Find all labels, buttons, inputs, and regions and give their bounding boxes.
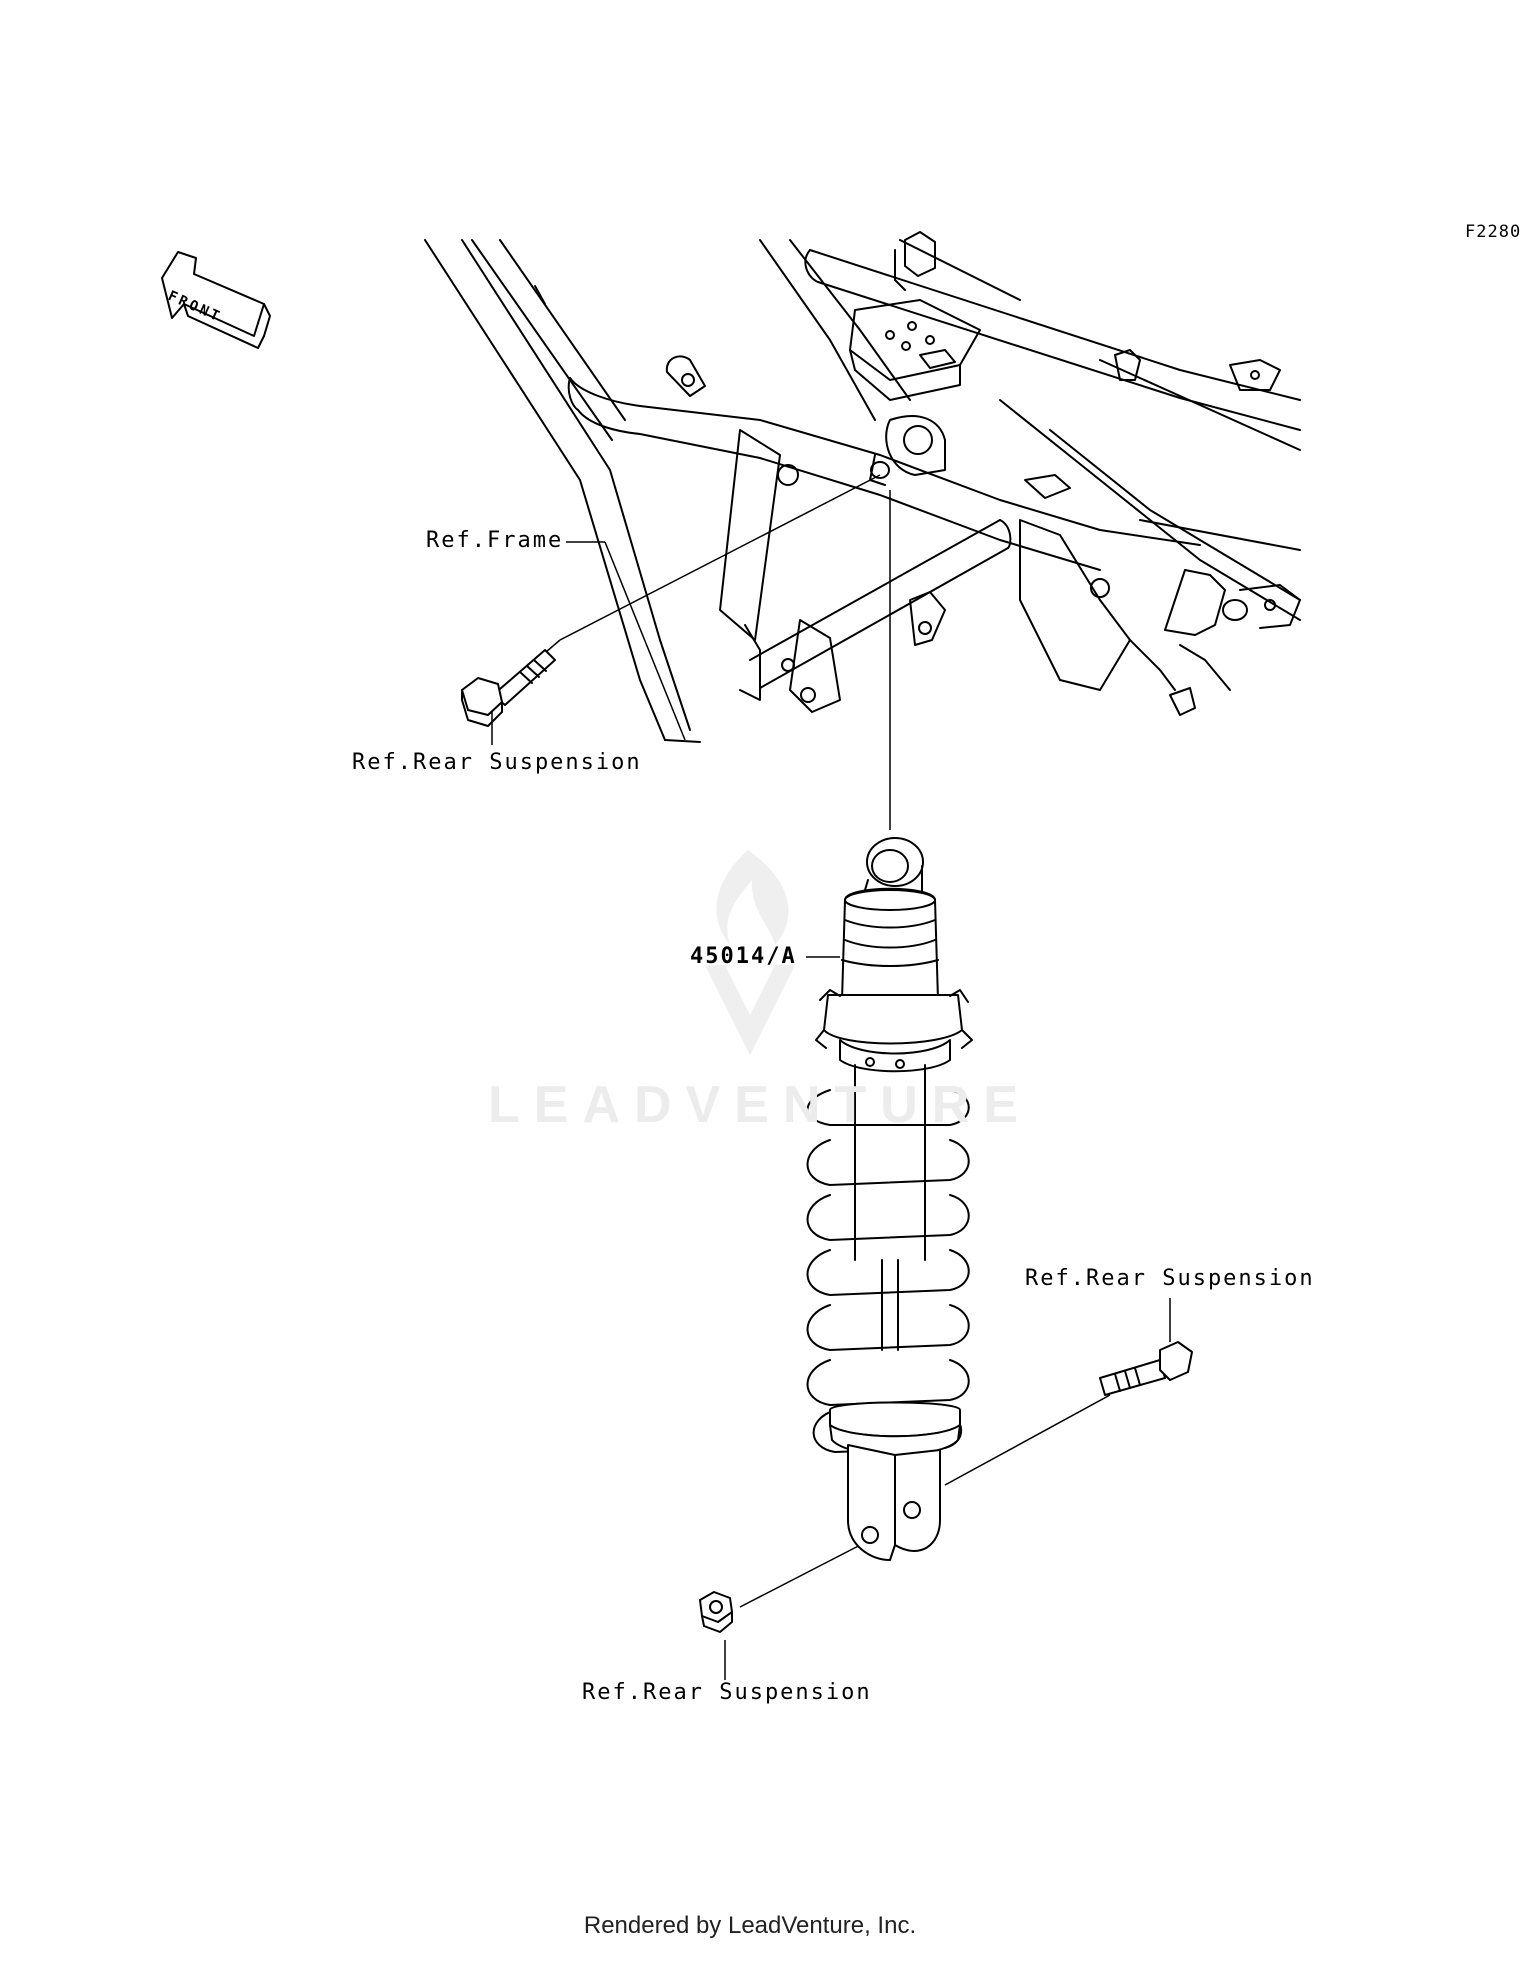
shock-absorber (806, 837, 973, 1561)
frame-assembly (424, 231, 1301, 743)
upper-mount-bolt (461, 649, 556, 727)
watermark-logo (705, 850, 795, 1055)
label-ref-frame[interactable]: Ref.Frame (426, 528, 564, 553)
diagram-code: F2280 (1465, 222, 1521, 242)
label-part-45014-a[interactable]: 45014/A (690, 944, 797, 969)
label-ref-rear-suspension-bolt[interactable]: Ref.Rear Suspension (1025, 1266, 1315, 1291)
front-arrow-icon (161, 251, 271, 349)
footer-credit: Rendered by LeadVenture, Inc. (583, 1912, 917, 1939)
lower-mount-nut (699, 1591, 733, 1633)
watermark-text: LEADVENTURE (488, 1076, 1033, 1134)
label-ref-rear-suspension-upper[interactable]: Ref.Rear Suspension (352, 750, 642, 775)
label-ref-rear-suspension-nut[interactable]: Ref.Rear Suspension (582, 1680, 872, 1705)
lower-mount-bolt (1099, 1341, 1193, 1396)
